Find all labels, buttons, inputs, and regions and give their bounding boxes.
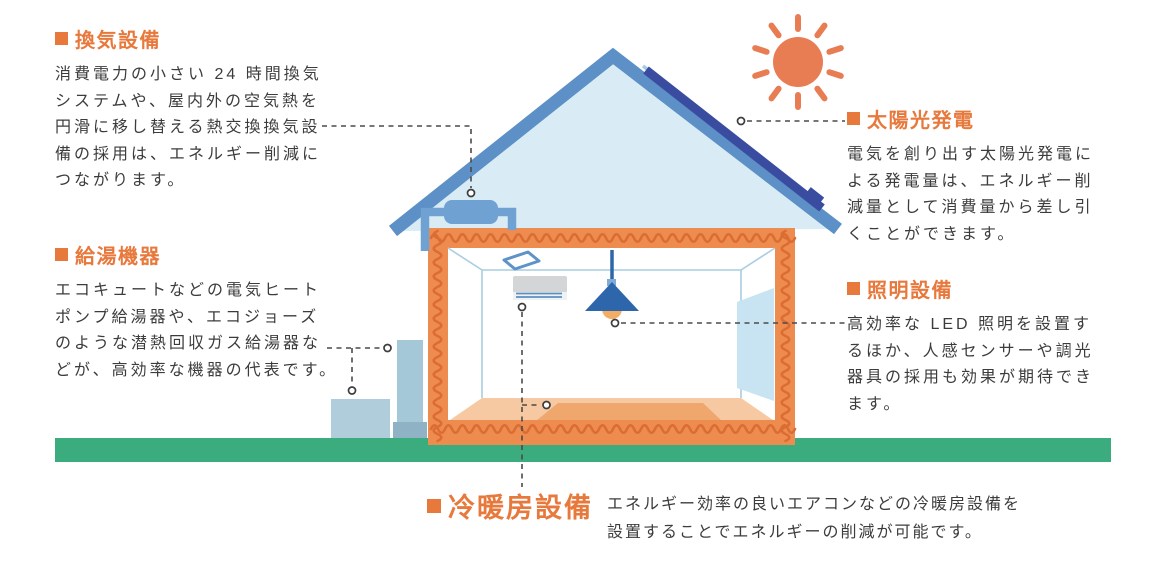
callout-ventilation: 換気設備 消費電力の小さい 24 時間換気 システムや、屋内外の空気熱を 円滑に… <box>55 24 365 195</box>
rug <box>537 403 721 420</box>
air-conditioner-icon <box>513 276 567 300</box>
callout-solar: 太陽光発電 電気を創り出す太陽光発電に よる発電量は、エネルギー削 減量として消… <box>847 104 1147 248</box>
callout-ventilation-body: 消費電力の小さい 24 時間換気 システムや、屋内外の空気熱を 円滑に移し替える… <box>55 66 322 189</box>
sun-disc <box>773 37 823 87</box>
water-heater-units-icon <box>331 340 427 438</box>
lamp-shade <box>585 282 639 311</box>
ceiling-vent-icon <box>502 250 541 271</box>
square-bullet-icon <box>427 498 441 513</box>
square-bullet-icon <box>55 248 68 261</box>
callout-hvac-title: 冷暖房設備 <box>448 493 593 523</box>
roof-beams <box>388 47 842 237</box>
callout-water-heating-heading: 給湯機器 <box>55 240 365 269</box>
heat-pump-unit <box>331 399 390 438</box>
callout-hvac-body: エネルギー効率の良いエアコンなどの冷暖房設備を 設置することでエネルギーの削減が… <box>607 496 1022 541</box>
solar-panel-icon <box>641 64 825 212</box>
callout-lighting: 照明設備 高効率な LED 照明を設置す るほか、人感センサーや調光 器具の採用… <box>847 274 1147 418</box>
callout-water-heating-title: 給湯機器 <box>75 246 161 268</box>
connector-ventilation <box>322 125 472 188</box>
callout-water-heating-body: エコキュートなどの電気ヒート ポンプ給湯器や、エコジョーズ のような潜熱回収ガス… <box>55 282 339 379</box>
window <box>737 288 774 401</box>
square-bullet-icon <box>847 112 860 125</box>
insulation-wave <box>429 232 797 244</box>
insulation-wave <box>429 423 797 435</box>
solar-panel-bracket <box>804 187 825 206</box>
insulation-wave <box>780 229 791 443</box>
sun-icon <box>752 14 844 110</box>
insulation-wave-layer <box>429 229 797 443</box>
connector-endpoints <box>347 116 746 410</box>
hot-water-tank <box>397 340 423 438</box>
callout-connectors <box>322 120 845 487</box>
callout-lighting-heading: 照明設備 <box>847 274 1147 303</box>
callout-hvac-heading: 冷暖房設備 <box>427 486 593 525</box>
pendant-lamp-icon <box>585 250 639 319</box>
insulation-wave <box>432 229 443 443</box>
callout-solar-body: 電気を創り出す太陽光発電に よる発電量は、エネルギー削 減量として消費量から差し… <box>847 146 1095 243</box>
callout-lighting-body: 高効率な LED 照明を設置す るほか、人感センサーや調光 器具の採用も効果が期… <box>847 316 1095 413</box>
callout-lighting-title: 照明設備 <box>867 280 953 302</box>
callout-ventilation-heading: 換気設備 <box>55 24 365 53</box>
ventilation-unit-icon <box>420 200 517 251</box>
callout-water-heating: 給湯機器 エコキュートなどの電気ヒート ポンプ給湯器や、エコジョーズ のような潜… <box>55 240 365 384</box>
square-bullet-icon <box>55 32 68 45</box>
attic-gable <box>393 56 838 231</box>
callout-solar-title: 太陽光発電 <box>867 110 975 132</box>
tank-base <box>393 422 427 438</box>
callout-ventilation-title: 換気設備 <box>75 30 161 52</box>
square-bullet-icon <box>847 282 860 295</box>
callout-hvac: 冷暖房設備 エネルギー効率の良いエアコンなどの冷暖房設備を 設置することでエネル… <box>427 486 1137 546</box>
callout-solar-heading: 太陽光発電 <box>847 104 1147 133</box>
solar-panel-strip <box>643 66 825 212</box>
